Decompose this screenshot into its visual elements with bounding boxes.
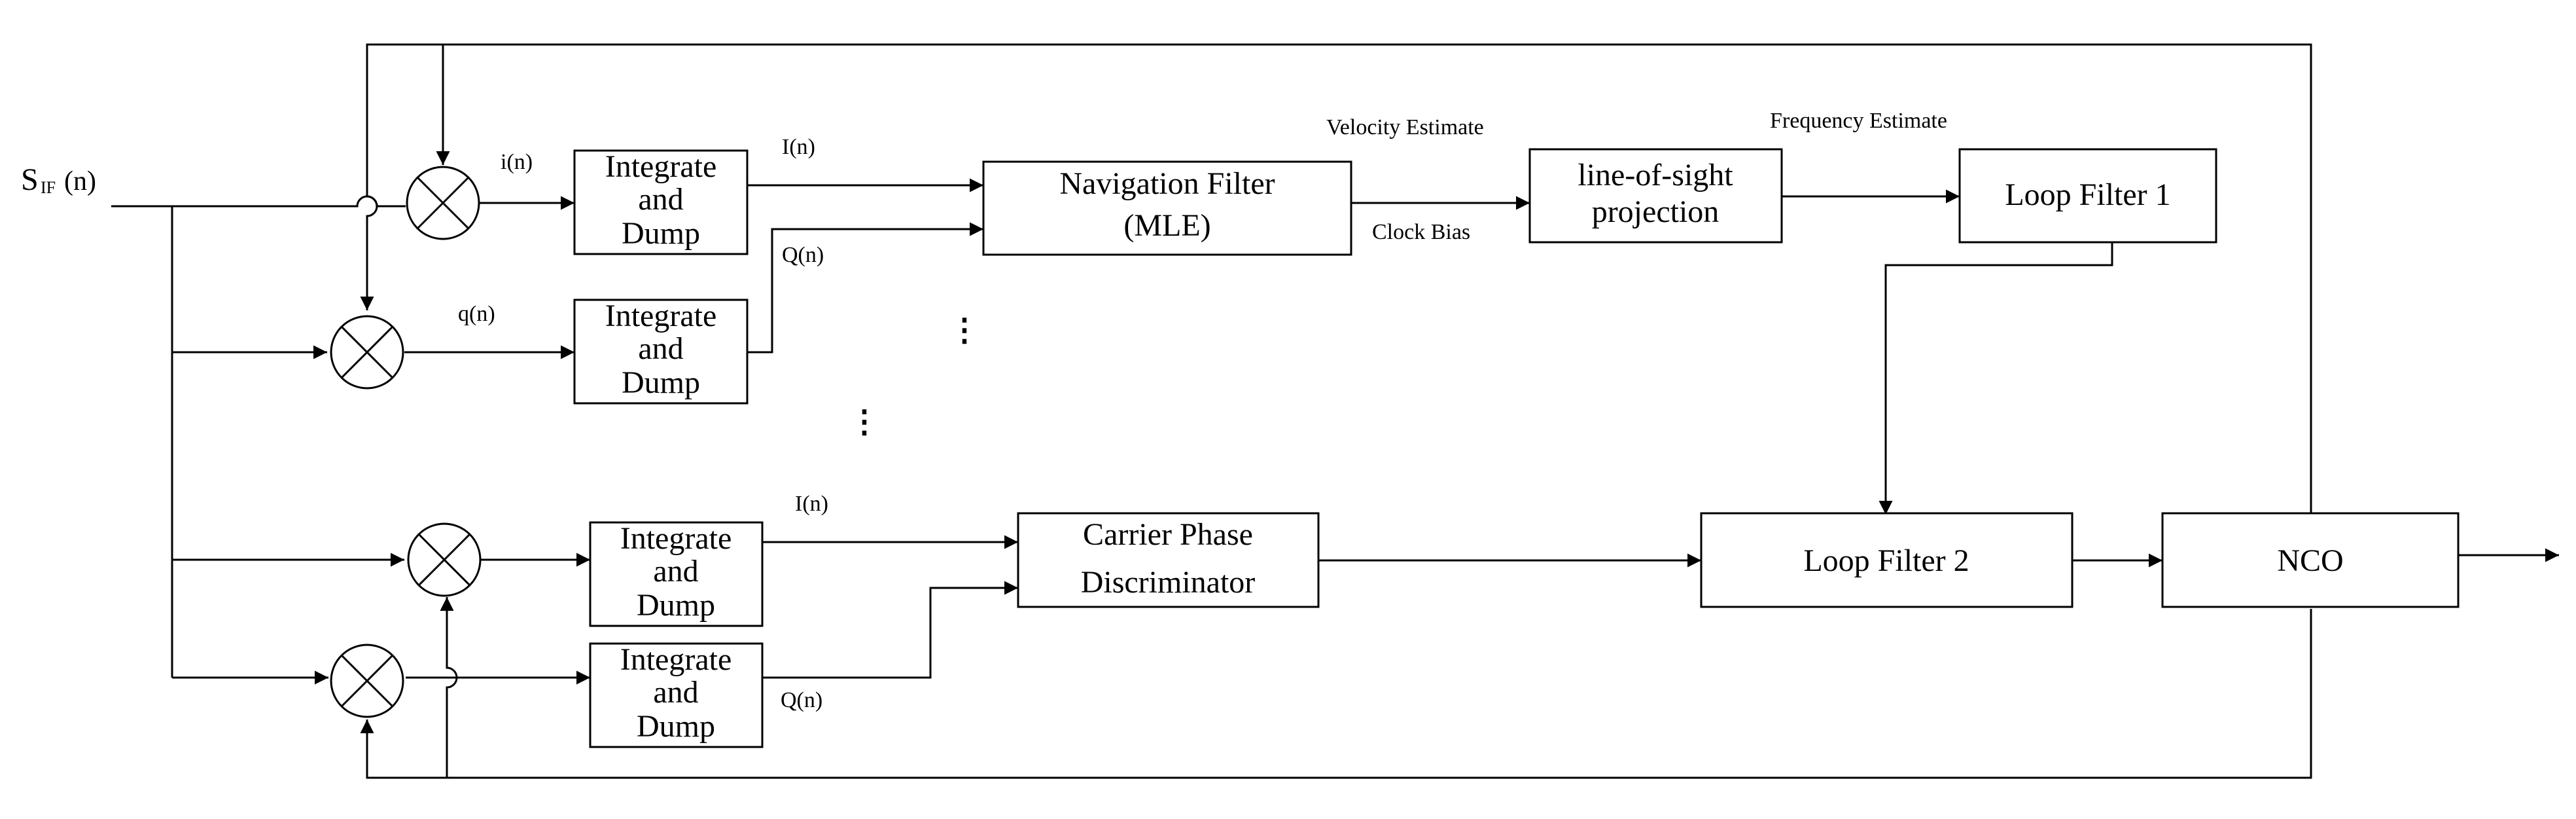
svg-text:Navigation Filter: Navigation Filter xyxy=(1059,166,1275,201)
loop-filter-2: Loop Filter 2 xyxy=(1700,512,2073,608)
mixer-i xyxy=(406,166,480,240)
svg-text:Loop Filter 1: Loop Filter 1 xyxy=(2005,177,2170,212)
svg-text:S: S xyxy=(21,162,39,197)
svg-text:and: and xyxy=(638,182,683,217)
label-frequency-estimate: Frequency Estimate xyxy=(1770,109,1947,133)
svg-text:line-of-sight: line-of-sight xyxy=(1578,158,1733,192)
svg-text:NCO: NCO xyxy=(2277,543,2343,578)
label-q-small: q(n) xyxy=(458,302,495,326)
svg-text:(MLE): (MLE) xyxy=(1123,208,1210,243)
line-of-sight-projection: line-of-sight projection xyxy=(1528,148,1783,244)
label-clock-bias: Clock Bias xyxy=(1372,220,1470,244)
svg-text:Dump: Dump xyxy=(622,365,700,400)
nco-feedback-top xyxy=(360,43,2312,516)
svg-text:Integrate: Integrate xyxy=(605,299,717,333)
svg-text:Integrate: Integrate xyxy=(620,642,732,677)
svg-text:Dump: Dump xyxy=(622,216,700,251)
label-Q-upper: Q(n) xyxy=(782,243,824,267)
svg-text:and: and xyxy=(638,331,683,366)
svg-text:and: and xyxy=(653,675,698,710)
ellipsis-1: ⋮ xyxy=(949,313,980,348)
nco-to-mixer-3 xyxy=(440,597,458,778)
svg-text:Dump: Dump xyxy=(637,709,715,744)
nco-feedback-bottom xyxy=(360,609,2312,779)
navigation-filter: Navigation Filter (MLE) xyxy=(982,160,1352,256)
label-Q-lower: Q(n) xyxy=(781,688,822,712)
svg-text:projection: projection xyxy=(1592,194,1720,229)
mixer-carrier-i xyxy=(407,522,482,597)
id4-to-disc xyxy=(762,581,1018,679)
svg-text:Carrier Phase: Carrier Phase xyxy=(1083,517,1253,552)
svg-text:(n): (n) xyxy=(64,166,96,196)
svg-text:Loop Filter 2: Loop Filter 2 xyxy=(1803,543,1969,578)
ellipsis-2: ⋮ xyxy=(849,405,880,439)
input-line xyxy=(111,195,406,208)
integrate-dump-2: Integrate and Dump xyxy=(573,299,749,405)
label-I-lower: I(n) xyxy=(795,492,828,516)
carrier-phase-discriminator: Carrier Phase Discriminator xyxy=(1017,512,1320,608)
mixer-carrier-q xyxy=(330,644,404,718)
label-I-upper: I(n) xyxy=(782,135,815,159)
svg-text:Dump: Dump xyxy=(637,588,715,623)
integrate-dump-4: Integrate and Dump xyxy=(589,642,764,748)
loop-filter-1: Loop Filter 1 xyxy=(1958,148,2217,244)
mixer-q xyxy=(330,315,404,390)
label-i-small: i(n) xyxy=(501,150,533,174)
id2-to-nav xyxy=(747,222,983,354)
svg-text:Discriminator: Discriminator xyxy=(1081,565,1256,600)
lf1-to-lf2 xyxy=(1879,242,2113,515)
wires xyxy=(111,43,2559,779)
input-signal-label: S IF (n) xyxy=(21,162,96,197)
svg-text:Integrate: Integrate xyxy=(605,149,717,184)
svg-text:and: and xyxy=(653,554,698,589)
nco: NCO xyxy=(2161,512,2460,608)
label-velocity-estimate: Velocity Estimate xyxy=(1326,115,1484,139)
integrate-dump-1: Integrate and Dump xyxy=(573,149,749,255)
svg-text:Integrate: Integrate xyxy=(620,521,732,556)
svg-text:IF: IF xyxy=(41,178,56,197)
integrate-dump-3: Integrate and Dump xyxy=(589,521,764,627)
